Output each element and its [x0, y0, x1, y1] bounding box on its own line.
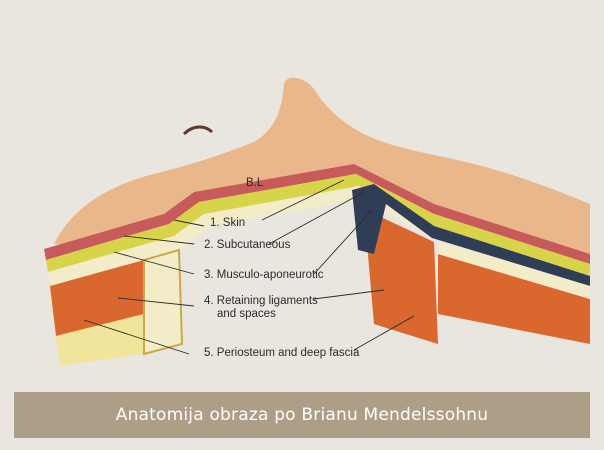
- face-layers-diagram: B.L 1. Skin 2. Subcutaneous 3. Musculo-a…: [14, 14, 590, 388]
- label-skin: 1. Skin: [210, 217, 245, 229]
- label-retaining-ligaments: 4. Retaining ligaments: [204, 295, 318, 307]
- label-and-spaces: and spaces: [217, 308, 276, 320]
- label-musculo-aponeurotic: 3. Musculo-aponeurotic: [204, 269, 324, 281]
- anatomy-illustration: B.L 1. Skin 2. Subcutaneous 3. Musculo-a…: [14, 14, 590, 388]
- label-subcutaneous: 2. Subcutaneous: [204, 239, 291, 251]
- label-periosteum: 5. Periosteum and deep fascia: [204, 347, 360, 359]
- caption-bar: Anatomija obraza po Brianu Mendelssohnu: [14, 392, 590, 438]
- eye-crease: [184, 127, 212, 134]
- small-mark: B.L: [246, 177, 264, 189]
- figure-caption: Anatomija obraza po Brianu Mendelssohnu: [116, 405, 489, 425]
